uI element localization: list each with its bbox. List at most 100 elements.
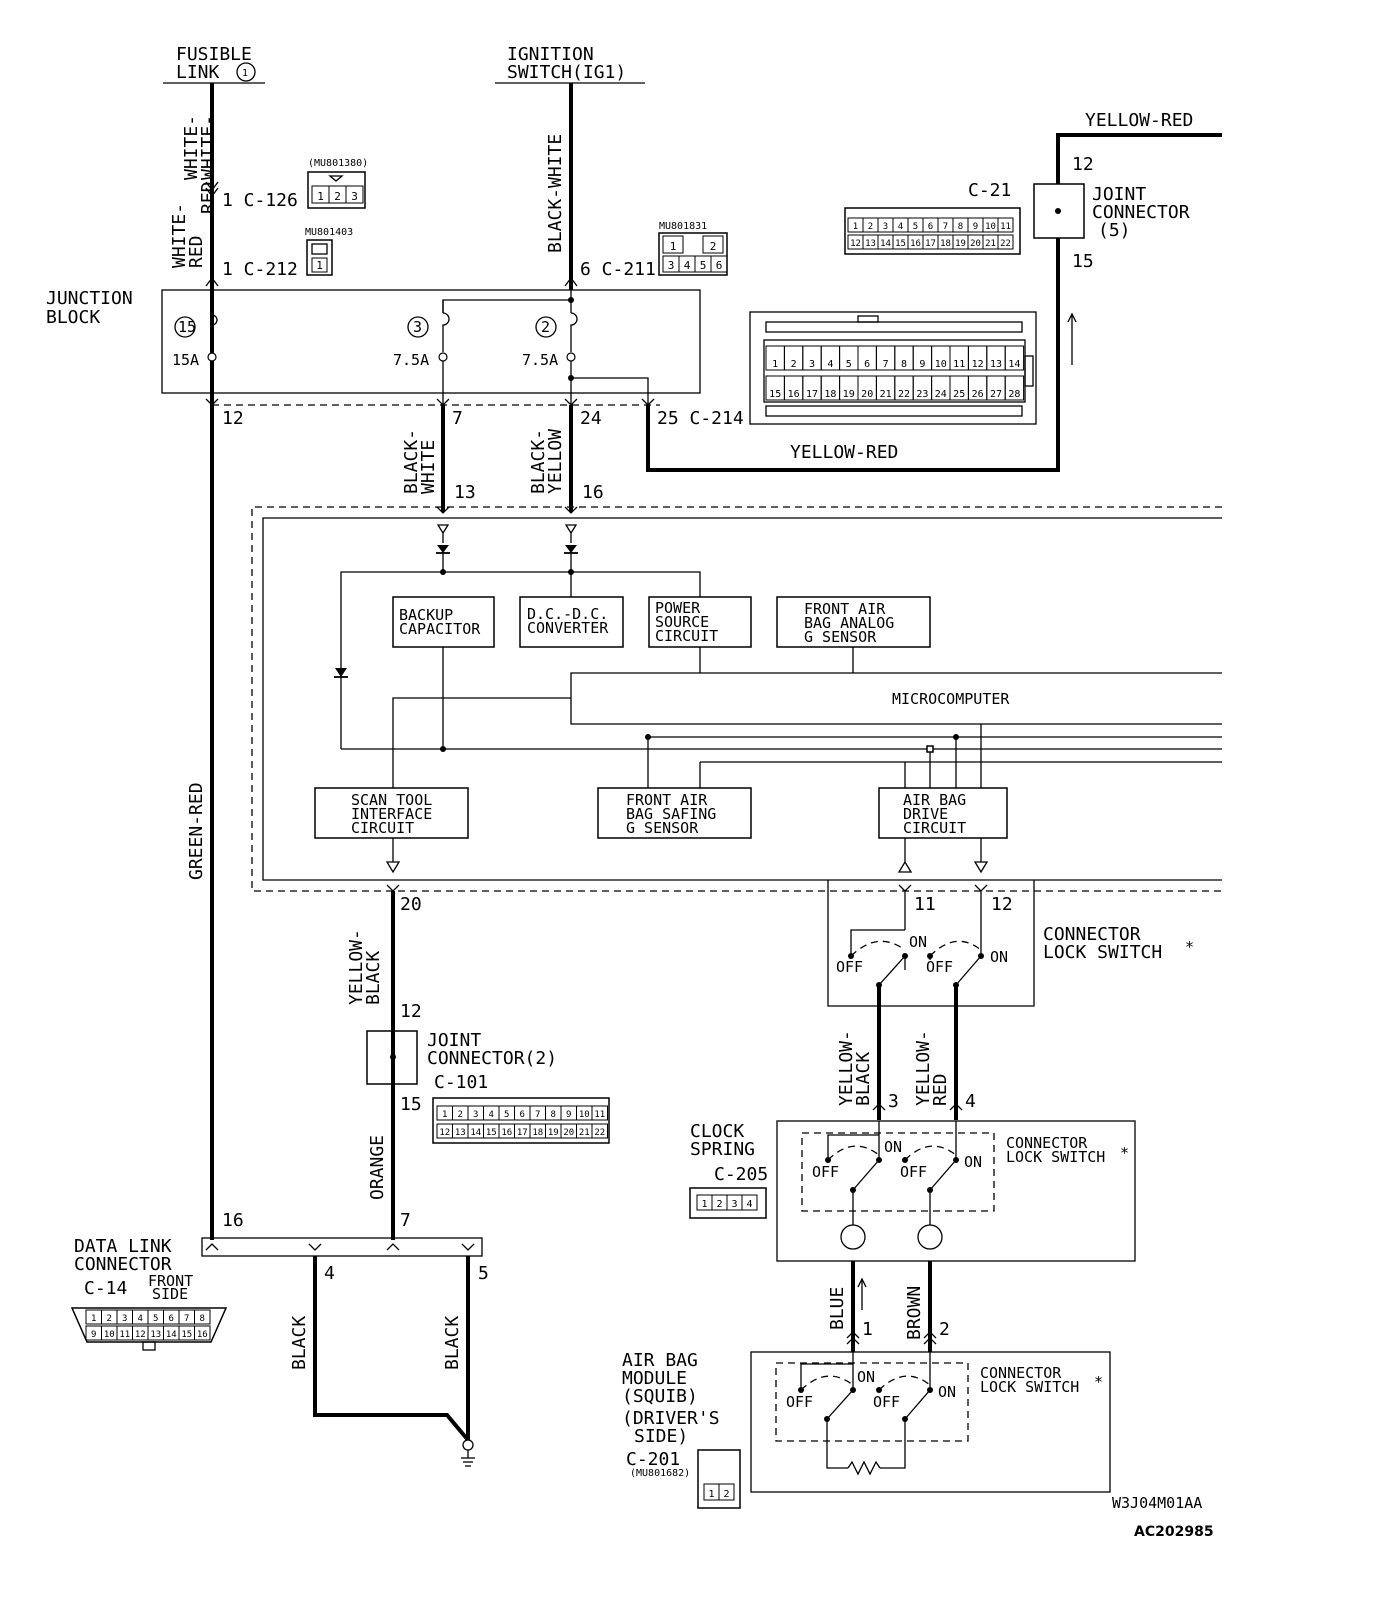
pin-number-c14_top-3: 4 — [138, 1314, 143, 1324]
airbag-drive-circuit — [878, 787, 1008, 839]
c21-label: C-21 — [968, 180, 1011, 201]
svg-text:DRIVE: DRIVE — [903, 805, 948, 823]
pin-number-c21_bottom-1: 13 — [865, 239, 876, 249]
pin-number-c211_bottom-2: 5 — [700, 259, 707, 272]
pin-number-c211_top-0: 1 — [670, 240, 677, 253]
pin-number-c14_top-4: 5 — [153, 1314, 158, 1324]
pin-number-c214_top-10: 11 — [953, 359, 965, 370]
pin-number-c214_top-3: 4 — [827, 359, 833, 370]
pin-number-c21_top-8: 9 — [973, 222, 978, 232]
svg-text:BAG SAFING: BAG SAFING — [626, 805, 716, 823]
pin-number-c214_bottom-2: 17 — [806, 389, 818, 400]
pin-number-c126-2: 3 — [351, 190, 358, 203]
pin-cell-c101_top-10 — [591, 1105, 608, 1121]
pin-cell-c214_bottom-13 — [1004, 375, 1025, 401]
pin-cell-c126-2 — [345, 185, 364, 204]
svg-text:FRONT AIR: FRONT AIR — [804, 600, 886, 618]
pin-number-c126-1: 2 — [334, 190, 341, 203]
pin-cell-c211_top-2 — [702, 235, 724, 254]
jc2-pin-15: 15 — [400, 1094, 422, 1115]
pin-number-c21_bottom-0: 12 — [850, 239, 861, 249]
pin-number-c205-0: 1 — [701, 1199, 707, 1210]
svg-text:OFF: OFF — [873, 1393, 900, 1411]
svg-text:BAG ANALOG: BAG ANALOG — [804, 614, 894, 632]
svg-text:OFF: OFF — [926, 958, 953, 976]
pin-number-c101_top-8: 9 — [566, 1110, 571, 1120]
cls2-label: CONNECTOR — [1006, 1134, 1088, 1152]
airbag-module-squib: AIR BAG MODULE (SQUIB) (DRIVER'S SIDE) C… — [622, 1350, 1111, 1509]
svg-text:SPRING: SPRING — [690, 1139, 755, 1160]
pin-number-c14_top-0: 1 — [91, 1314, 96, 1324]
dlc-pin-16: 16 — [222, 1210, 244, 1231]
yellow-red-bottom-label: YELLOW-RED — [790, 442, 898, 463]
svg-text:SCAN TOOL: SCAN TOOL — [351, 791, 432, 809]
fusible-link-wire: WHITE- WHITE- RED WHITE- RED 1 C-126 1 C… — [169, 83, 298, 1240]
microcomputer-label: MICROCOMPUTER — [892, 690, 1010, 708]
svg-text:BLOCK: BLOCK — [46, 307, 100, 328]
pin-number-c101_bottom-5: 17 — [517, 1128, 528, 1138]
pin-cell-c214_top-13 — [1004, 345, 1025, 371]
pin-number-c205-2: 3 — [731, 1199, 737, 1210]
svg-text:SIDE: SIDE — [152, 1285, 188, 1303]
pin-number-c214_bottom-6: 21 — [880, 389, 892, 400]
svg-text:LOCK SWITCH: LOCK SWITCH — [1006, 1148, 1105, 1166]
front-airbag-analog-g-sensor — [776, 596, 931, 648]
svg-text:LOCK SWITCH: LOCK SWITCH — [980, 1378, 1079, 1396]
joint-connector-5 — [1033, 183, 1085, 239]
reference-code-2: AC202985 — [1134, 1524, 1214, 1540]
pin-number-c21_top-5: 6 — [928, 222, 933, 232]
pin-number-c101_top-7: 8 — [551, 1110, 556, 1120]
wire-brown: BROWN — [904, 1286, 925, 1340]
pin-number-c214_bottom-10: 25 — [953, 389, 965, 400]
svg-text:*: * — [1185, 938, 1194, 956]
wire-blue: BLUE — [827, 1287, 848, 1330]
dlc-pin-7: 7 — [400, 1210, 411, 1231]
pin-number-c14_top-1: 2 — [107, 1314, 112, 1324]
clock-spring-label: CLOCK — [690, 1121, 744, 1142]
svg-text:RED: RED — [930, 1073, 951, 1106]
connector-c205-icon — [689, 1187, 767, 1219]
fuse-2-rating: 7.5A — [522, 351, 558, 369]
front-airbag-safing-g-sensor — [597, 787, 752, 839]
pin-number-c201-0: 1 — [708, 1489, 714, 1500]
pin-number-c214_bottom-8: 23 — [916, 389, 928, 400]
pin-number-c214_top-1: 2 — [791, 359, 797, 370]
pin-number-c214_bottom-12: 27 — [990, 389, 1002, 400]
pin-number-c214_top-6: 7 — [883, 359, 889, 370]
fuse-3-number: 3 — [413, 318, 422, 336]
svg-text:SOURCE: SOURCE — [655, 613, 709, 631]
jb-pin-12: 12 — [222, 408, 244, 429]
jb-pin-7: 7 — [452, 408, 463, 429]
svg-text:OFF: OFF — [900, 1163, 927, 1181]
cls1-label: CONNECTOR — [1043, 924, 1141, 945]
pin-number-c21_bottom-5: 17 — [925, 239, 936, 249]
clock-spring-to-squib-wires: BLUE BROWN 1 2 — [827, 1261, 950, 1352]
pin-number-c101_top-4: 5 — [504, 1110, 509, 1120]
pin-number-c101_bottom-2: 14 — [470, 1128, 481, 1138]
pin-number-c21_top-3: 4 — [898, 222, 903, 232]
srs-pin-20: 20 — [400, 894, 422, 915]
mu801403-label: MU801403 — [305, 227, 353, 238]
pin-number-c214_top-4: 5 — [846, 359, 852, 370]
c126-pin-label: 1 C-126 — [222, 190, 298, 211]
pin-number-c214_top-12: 13 — [990, 359, 1002, 370]
pin-number-c14_top-7: 8 — [200, 1314, 205, 1324]
svg-text:CONVERTER: CONVERTER — [527, 619, 609, 637]
svg-text:(DRIVER'S: (DRIVER'S — [622, 1408, 720, 1429]
pin-number-c101_bottom-7: 19 — [548, 1128, 559, 1138]
wire-white-red-upper: WHITE- — [181, 115, 202, 180]
pin-number-c211_top-2: 2 — [710, 240, 717, 253]
svg-text:OFF: OFF — [786, 1393, 813, 1411]
pin-number-c21_bottom-7: 19 — [955, 239, 966, 249]
pin-number-c14_bottom-7: 16 — [197, 1330, 208, 1340]
svg-text:ON: ON — [964, 1153, 982, 1171]
pin-cell-c201-1 — [718, 1483, 735, 1501]
svg-text:OFF: OFF — [812, 1163, 839, 1181]
pin-number-c211_bottom-1: 4 — [684, 259, 691, 272]
svg-text:CONNECTOR: CONNECTOR — [1092, 202, 1190, 223]
pin-number-c214_top-8: 9 — [919, 359, 925, 370]
pin-number-c21_top-7: 8 — [958, 222, 963, 232]
srs-ecu: BACKUP CAPACITOR D.C.-D.C. CONVERTER POW… — [251, 506, 1222, 892]
svg-text:D.C.-D.C.: D.C.-D.C. — [527, 605, 608, 623]
srs-pin-12: 12 — [991, 894, 1013, 915]
